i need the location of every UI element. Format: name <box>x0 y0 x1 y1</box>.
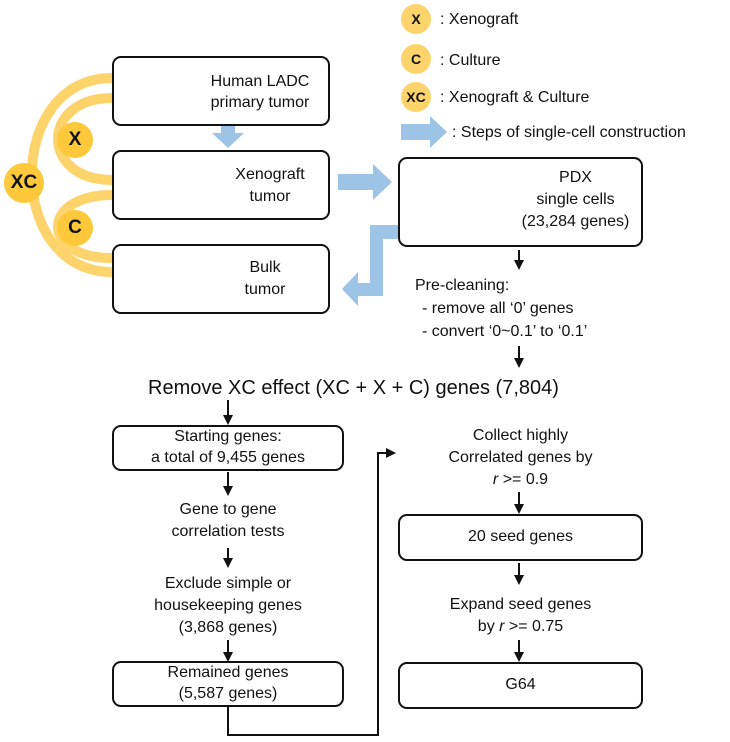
remained-genes-line1: Remained genes <box>167 664 289 681</box>
remained-genes-box <box>112 661 344 707</box>
legend-c-badge: C <box>401 44 431 74</box>
starting-genes-line2: a total of 9,455 genes <box>151 449 305 466</box>
expand-r-symbol: r <box>499 618 505 635</box>
primary-tumor-line2: primary tumor <box>210 94 310 111</box>
exclude-line2: housekeeping genes <box>154 597 302 614</box>
seed-genes-box <box>398 514 643 561</box>
g64-label: G64 <box>505 676 536 693</box>
bulk-tumor-line2: tumor <box>244 281 286 298</box>
expand-threshold: >= 0.75 <box>504 618 564 635</box>
precleaning-title: Pre-cleaning: <box>415 277 510 294</box>
starting-genes-box <box>112 425 344 471</box>
step-arrow-right <box>338 164 392 200</box>
pdx-line1: PDX <box>559 169 592 186</box>
expand-line2: by r >= 0.75 <box>398 617 643 637</box>
legend-x-label: : Xenograft <box>440 11 519 28</box>
exclude-line3: (3,868 genes) <box>178 619 278 636</box>
legend-arrow <box>401 116 447 148</box>
pdx-box <box>398 157 643 247</box>
primary-tumor-line1: Human LADC <box>210 73 310 90</box>
corr-tests-line1: Gene to gene <box>179 501 277 518</box>
seed-genes-label: 20 seed genes <box>468 528 573 545</box>
legend-c-label: : Culture <box>440 52 501 69</box>
starting-genes-line1: Starting genes: <box>174 428 282 445</box>
legend-arrow-label: : Steps of single-cell construction <box>452 124 686 141</box>
exclude-line1: Exclude simple or <box>164 575 292 592</box>
collect-line1: Collect highly <box>472 427 569 444</box>
remove-xc-heading: Remove XC effect (XC + X + C) genes (7,8… <box>148 377 559 399</box>
collect-line3: r >= 0.9 <box>398 470 643 490</box>
xenograft-tumor-box <box>112 150 330 220</box>
step-arrow-back <box>342 225 398 306</box>
xc-arc-badge: XC <box>4 163 44 203</box>
bulk-tumor-box <box>112 244 330 314</box>
x-arc-badge: X <box>57 122 93 158</box>
primary-tumor-box <box>112 56 330 126</box>
legend-x-badge: X <box>401 4 431 34</box>
collect-threshold: >= 0.9 <box>498 471 549 488</box>
pdx-line3: (23,284 genes) <box>521 213 630 230</box>
legend-xc-badge: XC <box>401 82 431 112</box>
xenograft-tumor-line1: Xenograft <box>235 166 305 183</box>
flow-arrows <box>223 250 524 736</box>
precleaning-item1: - remove all ‘0’ genes <box>422 300 574 317</box>
step-arrow-down <box>212 124 244 148</box>
xenograft-tumor-line2: tumor <box>249 188 291 205</box>
pdx-line2: single cells <box>536 191 615 208</box>
corr-tests-line2: correlation tests <box>171 523 285 540</box>
c-arc-badge: C <box>57 210 93 246</box>
bulk-tumor-line1: Bulk <box>249 259 281 276</box>
legend-xc-label: : Xenograft & Culture <box>440 89 590 106</box>
remained-genes-line2: (5,587 genes) <box>178 685 278 702</box>
expand-by: by <box>477 618 500 635</box>
collect-line2: Correlated genes by <box>448 449 593 466</box>
g64-box <box>398 662 643 709</box>
expand-line1: Expand seed genes <box>449 596 592 613</box>
collect-r-symbol: r <box>492 471 499 488</box>
precleaning-item2: - convert ‘0~0.1’ to ‘0.1’ <box>422 323 588 340</box>
